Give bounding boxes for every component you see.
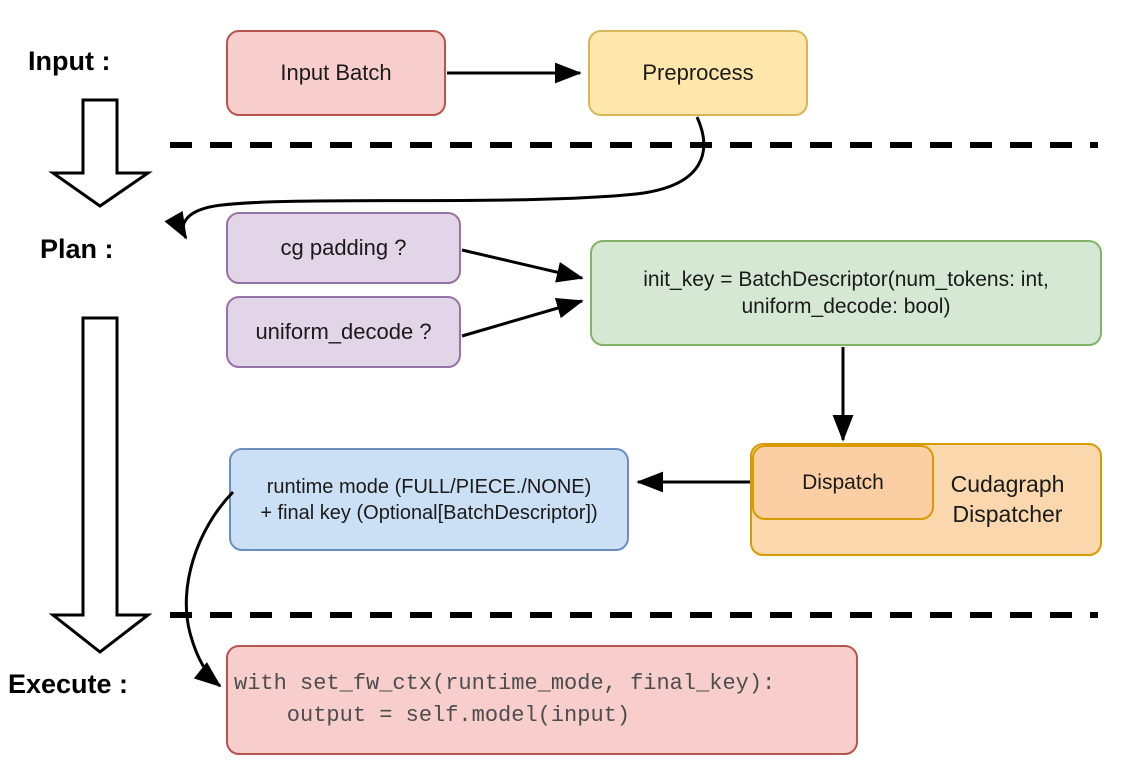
node-runtime-mode-label: runtime mode (FULL/PIECE./NONE) + final … (260, 475, 598, 524)
node-init-key-label: init_key = BatchDescriptor(num_tokens: i… (643, 267, 1049, 318)
node-dispatch[interactable]: Dispatch (752, 445, 934, 520)
node-dispatch-label: Dispatch (802, 470, 884, 494)
node-cudagraph-dispatcher-label: Cudagraph Dispatcher (950, 470, 1065, 527)
node-runtime-mode[interactable]: runtime mode (FULL/PIECE./NONE) + final … (229, 448, 629, 551)
node-input-batch-label: Input Batch (280, 59, 392, 85)
connector-uniform-decode-to-init-key (461, 297, 584, 338)
node-preprocess[interactable]: Preprocess (588, 30, 808, 116)
stage-arrow-input-plan (48, 98, 153, 208)
node-cg-padding[interactable]: cg padding ? (226, 212, 461, 284)
execute-code-line-2: output = self.model(input) (234, 703, 631, 728)
stage-label-plan: Plan : (40, 234, 114, 264)
connector-cg-padding-to-init-key (461, 248, 584, 283)
node-init-key[interactable]: init_key = BatchDescriptor(num_tokens: i… (590, 240, 1102, 346)
node-preprocess-label: Preprocess (642, 59, 754, 85)
node-input-batch[interactable]: Input Batch (226, 30, 446, 116)
execute-code-line-1: with set_fw_ctx(runtime_mode, final_key)… (234, 671, 776, 697)
stage-label-input: Input : (28, 46, 111, 76)
stage-arrow-plan-execute (48, 316, 153, 654)
node-cg-padding-label: cg padding ? (280, 234, 407, 260)
stage-label-execute: Execute : (8, 669, 129, 699)
node-uniform-decode[interactable]: uniform_decode ? (226, 296, 461, 368)
node-uniform-decode-label: uniform_decode ? (255, 318, 432, 344)
node-execute-code[interactable]: with set_fw_ctx(runtime_mode, final_key)… (226, 645, 858, 755)
